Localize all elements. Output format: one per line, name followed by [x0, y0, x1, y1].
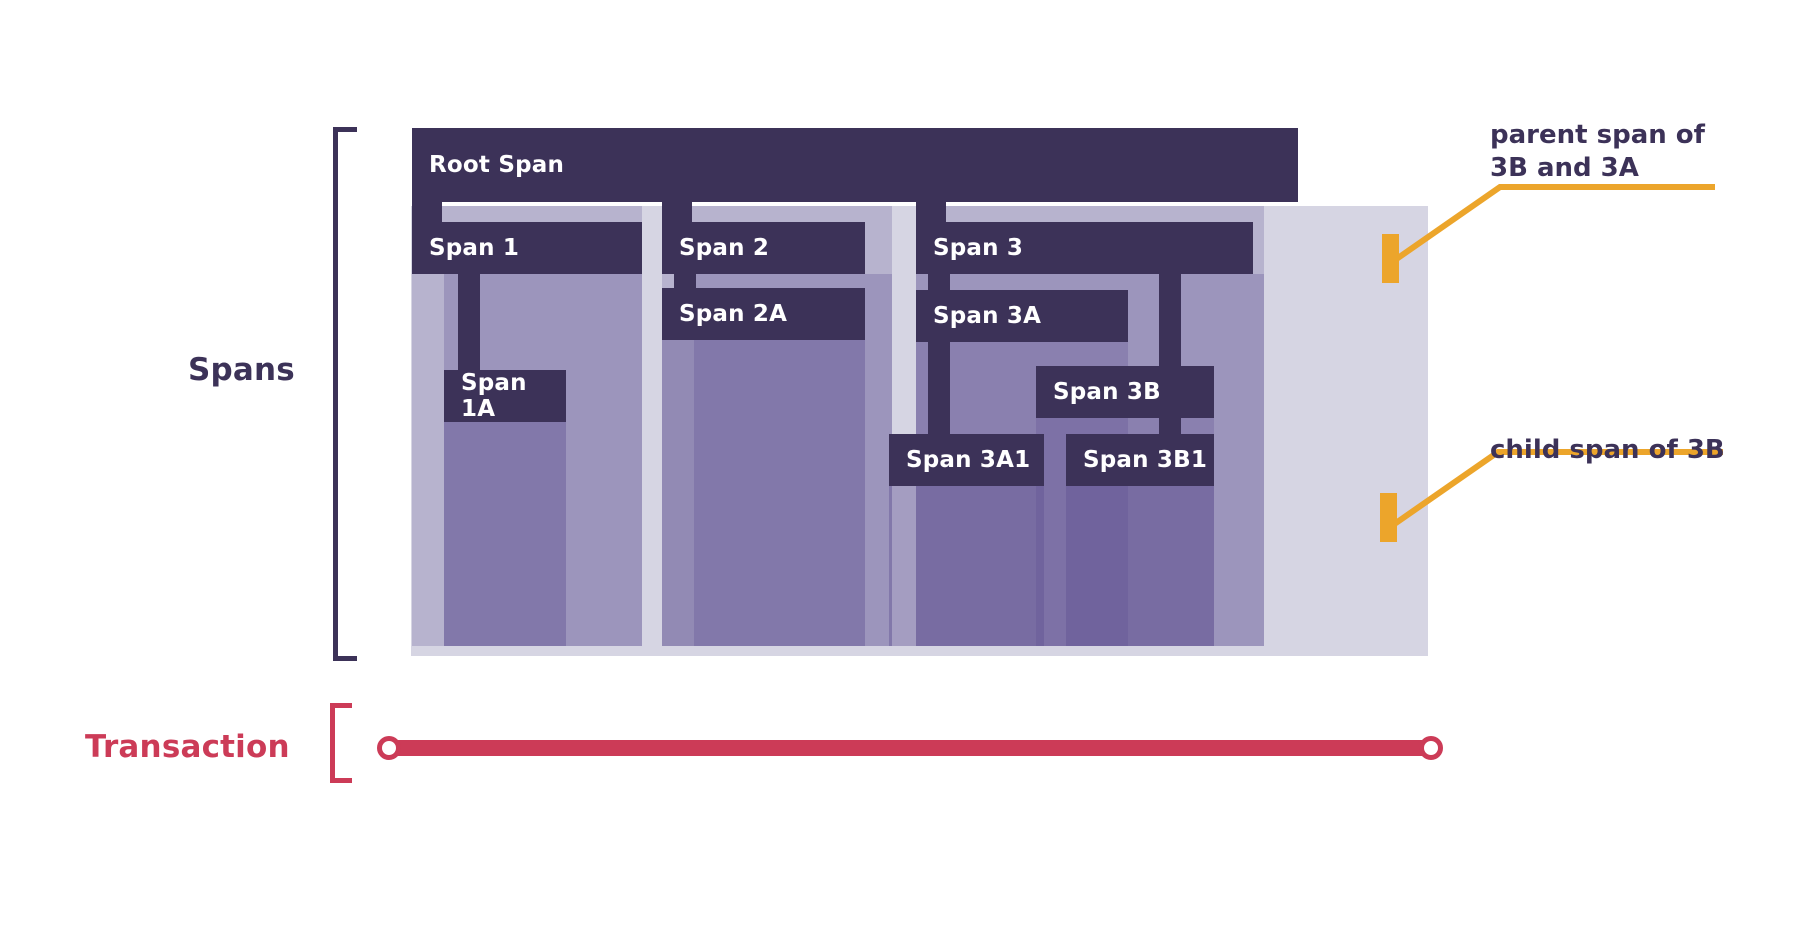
span-bar-2[interactable]: Span 2: [662, 222, 865, 274]
highlight-marker-parent-span: [1382, 234, 1399, 283]
span-bar-root[interactable]: Root Span: [412, 128, 1298, 202]
span-label-1a: Span 1A: [461, 370, 527, 422]
span-label-3b1: Span 3B1: [1083, 447, 1208, 473]
transaction-bracket: [330, 703, 352, 783]
span-body-1a: [444, 422, 566, 646]
span-label-root: Root Span: [429, 152, 565, 178]
span-body-2a: [662, 340, 865, 646]
span-body-2: [662, 206, 892, 646]
span-label-3a1: Span 3A1: [906, 447, 1031, 473]
stem-span1-to-span1a: [458, 274, 480, 396]
transaction-timeline-track[interactable]: [381, 740, 1439, 756]
span-bar-3b1[interactable]: Span 3B1: [1066, 434, 1214, 486]
span-bar-1[interactable]: Span 1: [412, 222, 642, 274]
highlight-marker-child-span: [1380, 493, 1397, 542]
span-label-2a: Span 2A: [679, 301, 788, 327]
span-body-3: [916, 206, 1264, 646]
transaction-start-marker[interactable]: [377, 736, 401, 760]
span-panel-background: [411, 206, 1428, 656]
span-body-3a1: [889, 486, 1044, 646]
span-label-3a: Span 3A: [933, 303, 1042, 329]
spans-group-label: Spans: [188, 352, 295, 388]
callout-line-child-span: [1391, 449, 1723, 528]
transaction-end-marker[interactable]: [1419, 736, 1443, 760]
annotation-child-span: child span of 3B: [1490, 435, 1725, 465]
annotation-parent-span: parent span of 3B and 3A: [1490, 120, 1705, 184]
span-bar-2a[interactable]: Span 2A: [662, 288, 865, 340]
stem-span3a-to-span3a1: [928, 342, 950, 442]
transaction-group-label: Transaction: [85, 729, 290, 765]
span-label-3: Span 3: [933, 235, 1024, 261]
spans-bracket: [333, 127, 357, 661]
stem-span3-to-span3b: [1159, 274, 1181, 392]
span-label-1: Span 1: [429, 235, 520, 261]
span-body-1: [412, 206, 642, 646]
span-bar-3b[interactable]: Span 3B: [1036, 366, 1214, 418]
span-bar-3a1[interactable]: Span 3A1: [889, 434, 1044, 486]
callout-line-parent-span: [1393, 184, 1715, 263]
span-bar-3[interactable]: Span 3: [916, 222, 1253, 274]
span-bar-3a[interactable]: Span 3A: [916, 290, 1128, 342]
span-label-3b: Span 3B: [1053, 379, 1161, 405]
span-bar-1a[interactable]: Span 1A: [444, 370, 566, 422]
span-label-2: Span 2: [679, 235, 770, 261]
span-tree: Root Span Span 1 Span 1A Span 2 Span 2A: [411, 128, 1428, 656]
span-body-3b1: [1066, 486, 1214, 646]
